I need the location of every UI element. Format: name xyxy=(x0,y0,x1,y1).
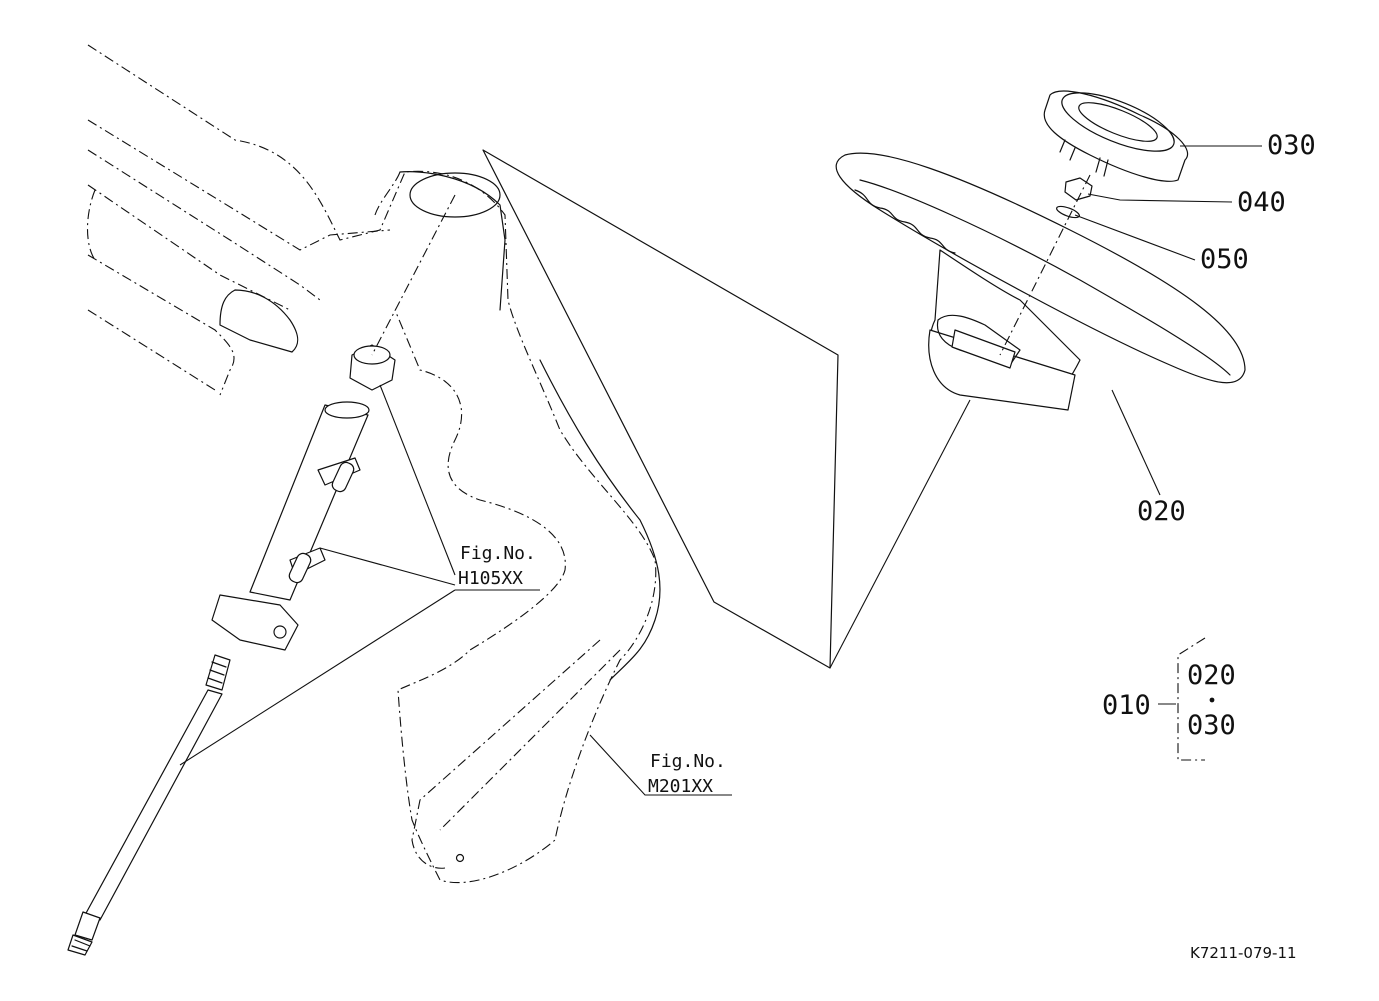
nut-icon xyxy=(1064,177,1093,201)
hub-cap-icon xyxy=(1043,90,1188,182)
group-label-020: 020 xyxy=(1187,660,1236,691)
steering-column-icon xyxy=(211,401,370,651)
part-label-040: 040 xyxy=(1237,187,1286,218)
steering-shaft-icon xyxy=(67,654,231,956)
group-label-030: 030 xyxy=(1187,710,1236,741)
part-label-030: 030 xyxy=(1267,130,1316,161)
washer-icon xyxy=(1056,205,1080,219)
fig-ref-m201-number: M201XX xyxy=(648,776,713,797)
part-label-020: 020 xyxy=(1137,496,1186,527)
drawing-code: K7211-079-11 xyxy=(1190,944,1297,962)
fig-ref-h105-caption: Fig.No. xyxy=(460,543,536,564)
leader-lines xyxy=(179,145,1262,796)
assembly-axis-line xyxy=(999,174,1091,356)
part-label-050: 050 xyxy=(1200,244,1249,275)
steering-wheel-icon xyxy=(835,152,1246,411)
column-pedestal xyxy=(399,171,506,311)
dashboard-panel-icon xyxy=(87,44,657,884)
group-bracket xyxy=(1158,637,1215,761)
bushing-icon xyxy=(349,344,396,391)
fig-ref-h105-number: H105XX xyxy=(458,568,523,589)
body-outline xyxy=(539,359,661,681)
part-label-010: 010 xyxy=(1102,690,1151,721)
fig-ref-m201-caption: Fig.No. xyxy=(650,751,726,772)
